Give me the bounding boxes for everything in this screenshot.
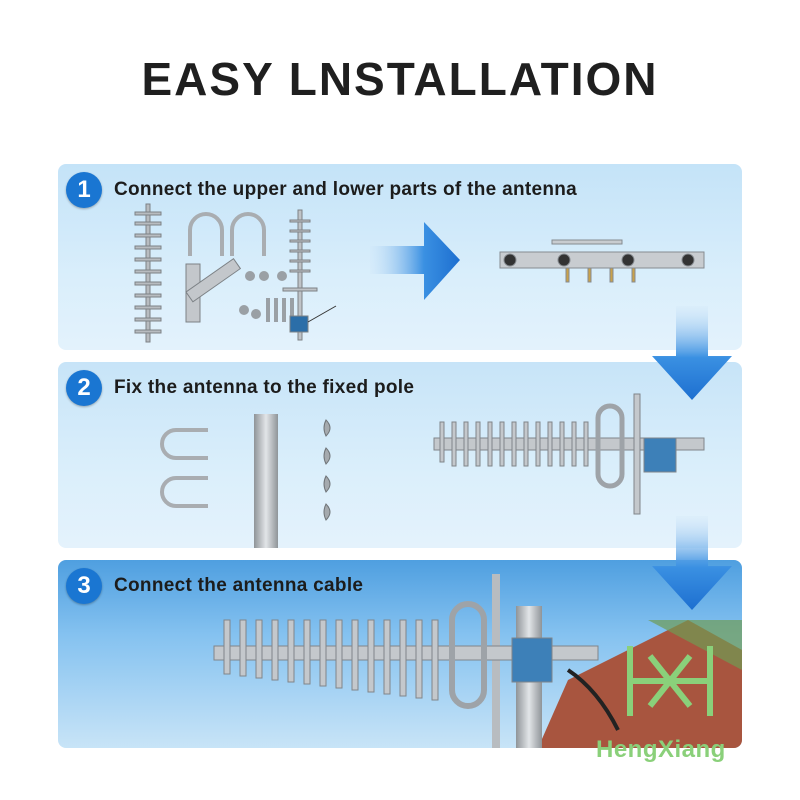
step-3-header: 3 Connect the antenna cable xyxy=(66,568,363,604)
antenna-illustration xyxy=(433,393,705,515)
u-bolt-icon xyxy=(160,428,208,508)
clamp-parts-icon xyxy=(239,271,294,322)
step-1-text: Connect the upper and lower parts of the… xyxy=(114,179,578,200)
arrow-down-icon xyxy=(652,516,732,610)
antenna-illustration xyxy=(213,601,620,731)
antenna-element-stack xyxy=(134,203,162,343)
page-title: EASY LNSTALLATION xyxy=(141,53,659,105)
step-2-panel: 2 Fix the antenna to the fixed pole xyxy=(58,362,742,548)
step-3-illustration xyxy=(213,574,742,748)
step-1-header: 1 Connect the upper and lower parts of t… xyxy=(66,172,577,208)
u-bolt-icon xyxy=(188,212,266,256)
step-2-header: 2 Fix the antenna to the fixed pole xyxy=(66,370,414,406)
step-2-badge: 2 xyxy=(66,370,102,406)
step-3-text: Connect the antenna cable xyxy=(114,575,364,596)
step-2-illustration xyxy=(160,393,705,548)
hengxiang-logo-icon xyxy=(627,646,713,716)
watermark-text: HengXiang xyxy=(596,736,726,763)
antenna-connector-bar xyxy=(499,239,705,283)
pole-illustration xyxy=(254,414,278,548)
arrow-down-icon xyxy=(652,306,732,400)
bracket-icon xyxy=(185,258,242,323)
step-3-badge: 3 xyxy=(66,568,102,604)
step-2-text: Fix the antenna to the fixed pole xyxy=(114,377,415,398)
arrow-right-icon xyxy=(370,222,460,300)
step-1-illustration xyxy=(134,203,705,343)
step-1-panel: 1 Connect the upper and lower parts of t… xyxy=(58,164,742,350)
antenna-assembled-icon xyxy=(282,209,337,341)
clamp-parts-icon xyxy=(323,419,331,521)
step-1-badge: 1 xyxy=(66,172,102,208)
